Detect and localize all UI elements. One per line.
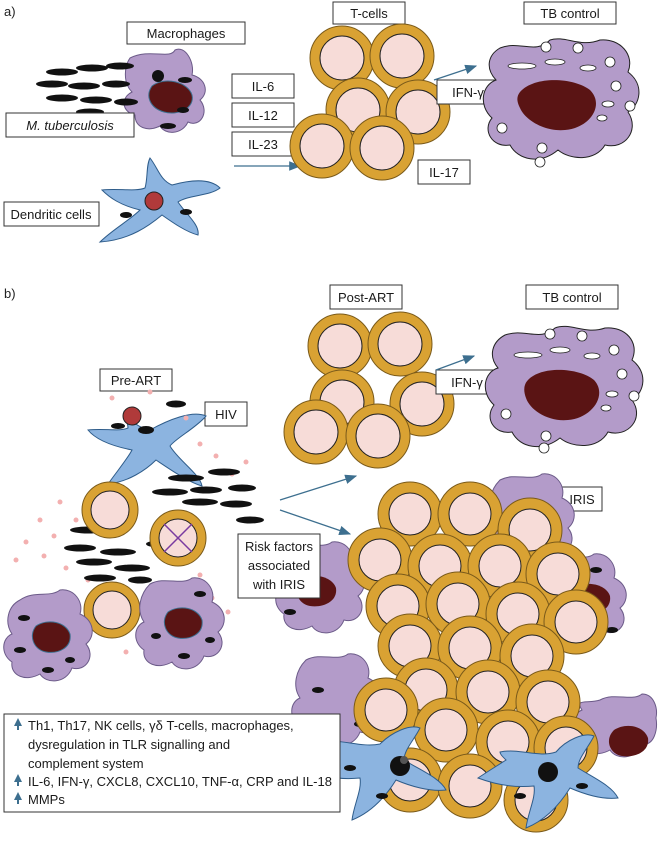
tcell xyxy=(353,677,419,743)
tcell xyxy=(413,697,479,763)
il12-box xyxy=(231,102,295,128)
depleted-tcell xyxy=(149,509,207,567)
dendritic-cell xyxy=(98,157,221,243)
tcell xyxy=(437,753,503,819)
postart-label-box xyxy=(329,284,403,310)
ifng-label-a: IFN-γ xyxy=(452,85,484,100)
mtb-label: M. tuberculosis xyxy=(26,118,114,133)
hiv-label-box xyxy=(204,401,248,427)
macrophage-cell xyxy=(123,48,206,133)
risk-line-3: with IRIS xyxy=(252,577,305,592)
activated-macrophage-b xyxy=(484,325,644,454)
macrophage-preart-right xyxy=(135,577,225,670)
legend-box: Th1, Th17, NK cells, γδ T-cells, macroph… xyxy=(3,713,341,813)
il17-label: IL-17 xyxy=(429,165,459,180)
panel-b-letter: b) xyxy=(4,286,16,301)
dendritic-label-box xyxy=(3,201,100,227)
tcell xyxy=(437,481,503,547)
arrow-ifng-a xyxy=(433,64,478,81)
tcell-cluster-a xyxy=(289,23,451,181)
legend-line-2: dysregulation in TLR signalling and xyxy=(28,737,230,752)
risk-line-1: Risk factors xyxy=(245,539,313,554)
macrophage-preart-left xyxy=(3,589,93,682)
dendritic-label: Dendritic cells xyxy=(11,207,92,222)
tbcontrol-label-a: TB control xyxy=(540,6,599,21)
postart-label: Post-ART xyxy=(338,290,394,305)
panel-a-letter: a) xyxy=(4,4,16,19)
iris-label: IRIS xyxy=(569,492,595,507)
tbcontrol-label-box-a xyxy=(523,1,617,25)
macrophages-label-box xyxy=(126,21,246,45)
arrow-up-icon xyxy=(14,792,22,800)
arrow-ifng-b xyxy=(435,355,476,371)
legend-line-3: complement system xyxy=(28,756,144,771)
arrow-up-icon xyxy=(14,774,22,782)
tbcontrol-label-box-b xyxy=(525,284,619,310)
tcell xyxy=(377,481,443,547)
il12-label: IL-12 xyxy=(248,108,278,123)
dendritic-cell-preart xyxy=(87,400,207,487)
legend-line-5: MMPs xyxy=(28,792,65,807)
il23-box xyxy=(231,131,295,157)
tcell-cluster-iris xyxy=(347,481,609,833)
preart-label: Pre-ART xyxy=(111,373,161,388)
arrow-to-iris xyxy=(279,509,352,536)
risk-factors-box xyxy=(237,533,321,599)
ifng-label-b: IFN-γ xyxy=(451,375,483,390)
mtb-label-box xyxy=(5,112,135,138)
il6-label: IL-6 xyxy=(252,79,274,94)
tbcontrol-label-b: TB control xyxy=(542,290,601,305)
hiv-label: HIV xyxy=(215,407,237,422)
tcell-cluster-postart xyxy=(283,311,455,469)
il6-box xyxy=(231,73,295,99)
risk-line-2: associated xyxy=(248,558,310,573)
macrophages-label: Macrophages xyxy=(147,26,226,41)
arrow-up-icon xyxy=(14,718,22,726)
tcell-cluster-preart xyxy=(81,481,207,639)
activated-macrophage-a xyxy=(482,38,640,168)
legend-line-1: Th1, Th17, NK cells, γδ T-cells, macroph… xyxy=(28,718,294,733)
legend-line-4: IL-6, IFN-γ, CXCL8, CXCL10, TNF-α, CRP a… xyxy=(28,774,332,789)
preart-label-box xyxy=(99,368,173,392)
tcell xyxy=(543,589,609,655)
tcells-label: T-cells xyxy=(350,6,388,21)
arrow-to-postart xyxy=(279,474,358,501)
il17-box xyxy=(417,159,471,185)
mtb-bacilli xyxy=(36,62,138,116)
tcells-label-box xyxy=(332,1,406,25)
il23-label: IL-23 xyxy=(248,137,278,152)
